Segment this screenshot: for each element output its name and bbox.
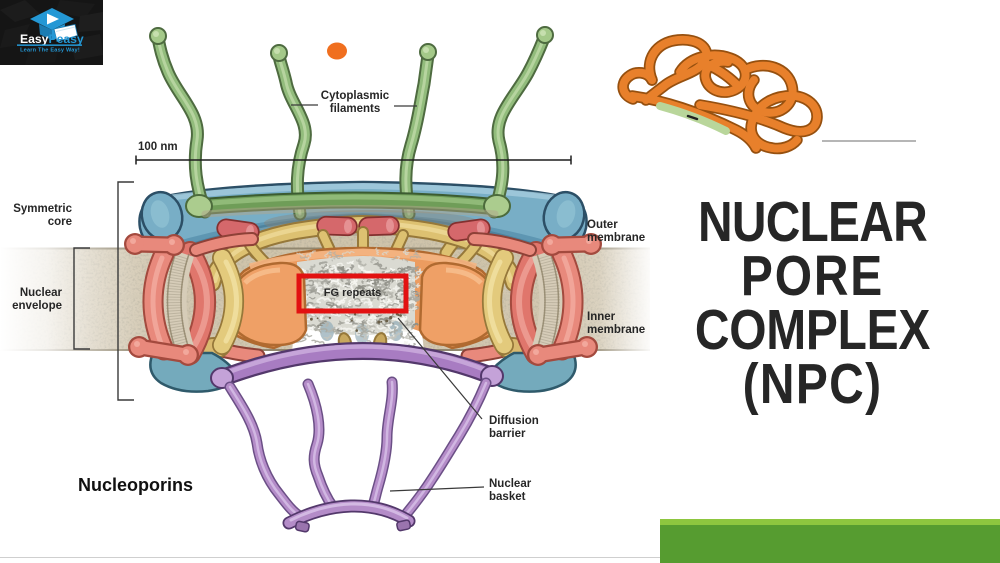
svg-text:Learn The Easy Way!: Learn The Easy Way! (20, 48, 80, 54)
svg-text:EasyPeasy: EasyPeasy (20, 32, 84, 46)
